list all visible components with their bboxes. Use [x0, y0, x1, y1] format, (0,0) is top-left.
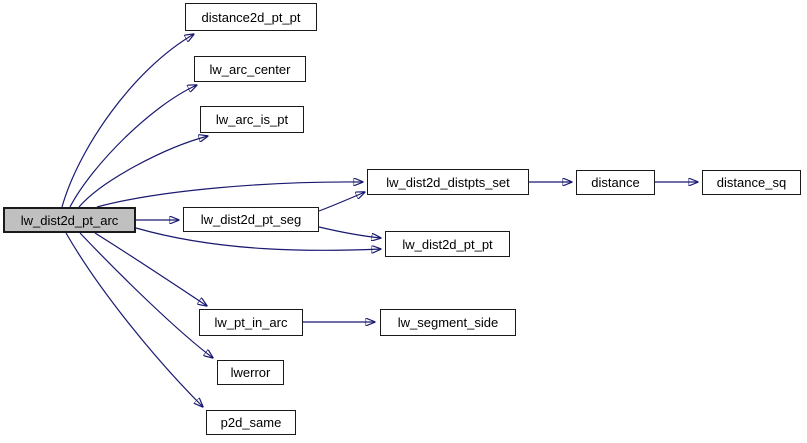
node-lw-arc-is-pt[interactable]: lw_arc_is_pt	[200, 106, 304, 133]
node-lw-segment-side[interactable]: lw_segment_side	[380, 309, 516, 336]
edge-lw_dist2d_pt_arc-p2d_same	[65, 232, 203, 407]
edge-lw_dist2d_pt_arc-lwerror	[79, 232, 213, 358]
edge-lw_dist2d_pt_seg-lw_dist2d_pt_pt	[318, 226, 381, 238]
node-lw-arc-center[interactable]: lw_arc_center	[194, 56, 306, 82]
node-lw-dist2d-pt-seg[interactable]: lw_dist2d_pt_seg	[183, 207, 319, 232]
edge-lw_dist2d_pt_arc-lw_dist2d_pt_pt	[135, 227, 381, 250]
node-p2d-same[interactable]: p2d_same	[206, 410, 296, 435]
edge-lw_dist2d_pt_arc-lw_arc_is_pt	[78, 136, 208, 208]
node-lwerror[interactable]: lwerror	[217, 360, 284, 385]
node-distance[interactable]: distance	[576, 170, 655, 195]
node-lw-dist2d-pt-arc[interactable]: lw_dist2d_pt_arc	[3, 207, 136, 233]
node-distance2d-pt-pt[interactable]: distance2d_pt_pt	[185, 3, 317, 31]
edge-lw_dist2d_pt_arc-lw_arc_center	[69, 85, 197, 208]
node-lw-pt-in-arc[interactable]: lw_pt_in_arc	[199, 309, 303, 336]
edge-lw_dist2d_pt_seg-lw_dist2d_distpts_set	[318, 192, 365, 212]
node-lw-dist2d-distpts-set[interactable]: lw_dist2d_distpts_set	[367, 169, 529, 195]
edge-lw_dist2d_pt_arc-lw_pt_in_arc	[94, 232, 207, 306]
node-lw-dist2d-pt-pt[interactable]: lw_dist2d_pt_pt	[385, 231, 510, 257]
edge-lw_dist2d_pt_arc-distance2d_pt_pt	[61, 34, 194, 208]
edge-lw_dist2d_pt_arc-lw_dist2d_distpts_set	[96, 182, 363, 208]
node-distance-sq[interactable]: distance_sq	[702, 170, 801, 195]
